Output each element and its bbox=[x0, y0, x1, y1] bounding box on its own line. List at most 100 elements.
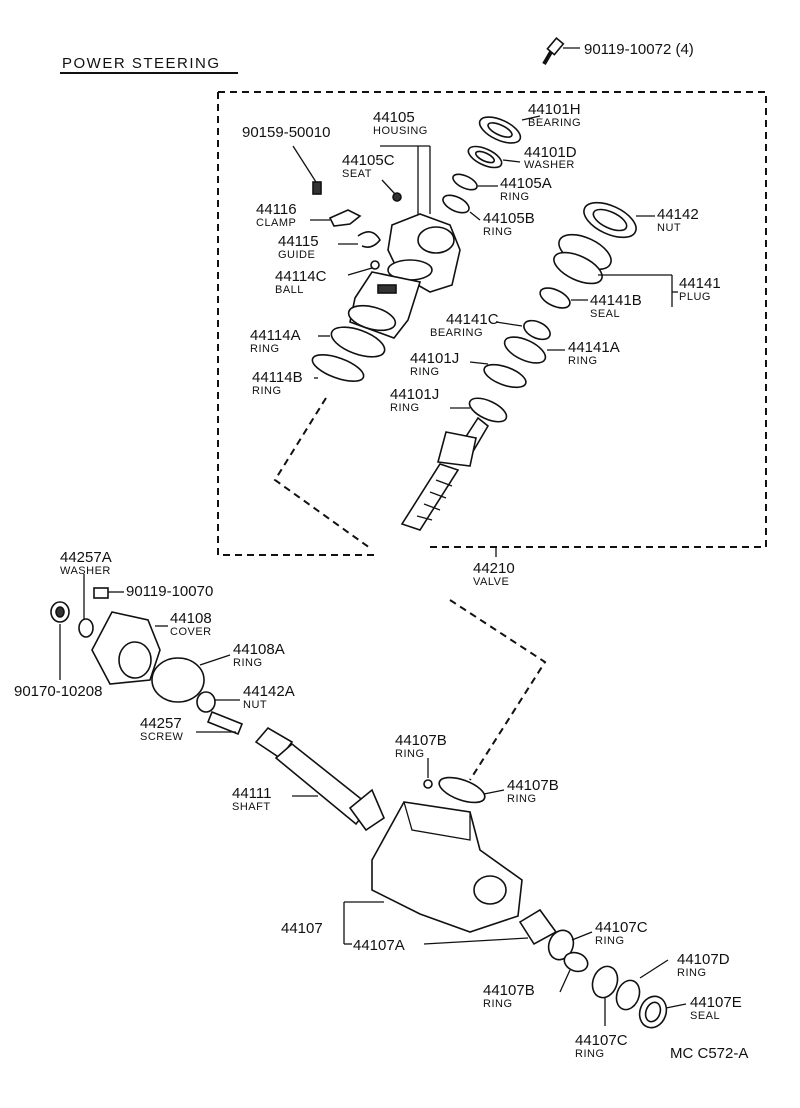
svg-text:BALL: BALL bbox=[275, 284, 304, 296]
guide-44115-shape bbox=[338, 231, 381, 248]
screw-44257-shape bbox=[196, 710, 244, 736]
ring-44107c-upper-shape bbox=[547, 929, 593, 961]
svg-text:44107A: 44107A bbox=[353, 937, 405, 954]
svg-text:RING: RING bbox=[250, 343, 280, 355]
nut-44142-shape bbox=[583, 201, 655, 239]
svg-text:44101J: 44101J bbox=[410, 350, 459, 367]
ring-44107b-lower-shape bbox=[559, 951, 589, 993]
svg-text:90159-50010: 90159-50010 bbox=[242, 124, 330, 141]
svg-text:44210: 44210 bbox=[473, 560, 515, 577]
callout-44107: 44107 bbox=[281, 920, 323, 937]
svg-text:44141A: 44141A bbox=[568, 339, 620, 356]
nut-90170-10208-shape bbox=[50, 601, 70, 680]
washer-44101d-shape bbox=[467, 145, 521, 169]
valve-assembly-boundary bbox=[218, 91, 767, 548]
shaft-44111-shape bbox=[254, 726, 385, 832]
svg-text:RING: RING bbox=[507, 793, 537, 805]
svg-text:44105A: 44105A bbox=[500, 175, 552, 192]
svg-text:44107C: 44107C bbox=[575, 1032, 628, 1049]
svg-text:90119-10072 (4): 90119-10072 (4) bbox=[584, 41, 694, 58]
callout-90119-10072: 90119-10072 (4) bbox=[584, 41, 694, 58]
svg-text:90119-10070: 90119-10070 bbox=[126, 583, 213, 600]
svg-text:CLAMP: CLAMP bbox=[256, 217, 296, 229]
ring-44107d-shape bbox=[615, 959, 669, 1011]
svg-text:44115: 44115 bbox=[278, 233, 319, 250]
valve-44210-shape bbox=[400, 397, 508, 557]
seal-44107e-shape bbox=[638, 995, 687, 1029]
svg-text:44105B: 44105B bbox=[483, 210, 535, 227]
svg-text:RING: RING bbox=[410, 366, 440, 378]
svg-text:44141: 44141 bbox=[679, 275, 721, 292]
svg-text:SHAFT: SHAFT bbox=[232, 801, 271, 813]
svg-text:SEAT: SEAT bbox=[342, 168, 372, 180]
svg-text:44111: 44111 bbox=[232, 785, 272, 802]
svg-text:PLUG: PLUG bbox=[679, 291, 711, 303]
svg-text:RING: RING bbox=[677, 967, 707, 979]
svg-text:NUT: NUT bbox=[243, 699, 267, 711]
svg-text:44107D: 44107D bbox=[677, 951, 730, 968]
svg-text:44141C: 44141C bbox=[446, 311, 499, 328]
ball-44114c-shape bbox=[347, 260, 380, 276]
svg-text:44105: 44105 bbox=[373, 109, 415, 126]
svg-text:44116: 44116 bbox=[256, 201, 297, 218]
svg-text:44142A: 44142A bbox=[243, 683, 295, 700]
diagram-code: MC C572-A bbox=[670, 1045, 748, 1062]
svg-text:44101D: 44101D bbox=[524, 144, 577, 161]
alignment-dashed-line-lower bbox=[449, 599, 547, 781]
svg-text:NUT: NUT bbox=[657, 222, 681, 234]
svg-text:44101J: 44101J bbox=[390, 386, 439, 403]
ring-44114b-shape bbox=[311, 354, 365, 382]
svg-text:44101H: 44101H bbox=[528, 101, 581, 118]
svg-text:SEAL: SEAL bbox=[690, 1010, 720, 1022]
ring-44101j-upper-shape bbox=[469, 361, 527, 389]
nut-44142a-shape bbox=[196, 691, 240, 713]
svg-text:SCREW: SCREW bbox=[140, 731, 184, 743]
plug-44141-shape bbox=[553, 233, 678, 307]
svg-text:44108A: 44108A bbox=[233, 641, 285, 658]
svg-text:44114C: 44114C bbox=[275, 268, 327, 285]
svg-text:HOUSING: HOUSING bbox=[373, 125, 428, 137]
callout-90170-10208: 90170-10208 bbox=[14, 683, 102, 700]
svg-text:44114B: 44114B bbox=[252, 369, 303, 386]
ring-44141a-shape bbox=[503, 336, 565, 364]
svg-text:RING: RING bbox=[233, 657, 263, 669]
bolt-90119-10070-shape bbox=[93, 587, 124, 599]
svg-text:44257: 44257 bbox=[140, 715, 182, 732]
svg-text:44107: 44107 bbox=[281, 920, 323, 937]
svg-text:44114A: 44114A bbox=[250, 327, 301, 344]
svg-text:44142: 44142 bbox=[657, 206, 699, 223]
svg-text:44107C: 44107C bbox=[595, 919, 648, 936]
alignment-dashed-line bbox=[273, 397, 371, 549]
svg-text:44141B: 44141B bbox=[590, 292, 642, 309]
ring-44105b-shape bbox=[442, 194, 481, 221]
callout-90119-10070: 90119-10070 bbox=[126, 583, 213, 600]
valve-assembly-boundary-left bbox=[217, 92, 375, 556]
svg-text:SEAL: SEAL bbox=[590, 308, 620, 320]
svg-text:COVER: COVER bbox=[170, 626, 212, 638]
callout-90159-50010: 90159-50010 bbox=[242, 124, 330, 141]
svg-text:RING: RING bbox=[500, 191, 530, 203]
svg-text:44107B: 44107B bbox=[483, 982, 535, 999]
